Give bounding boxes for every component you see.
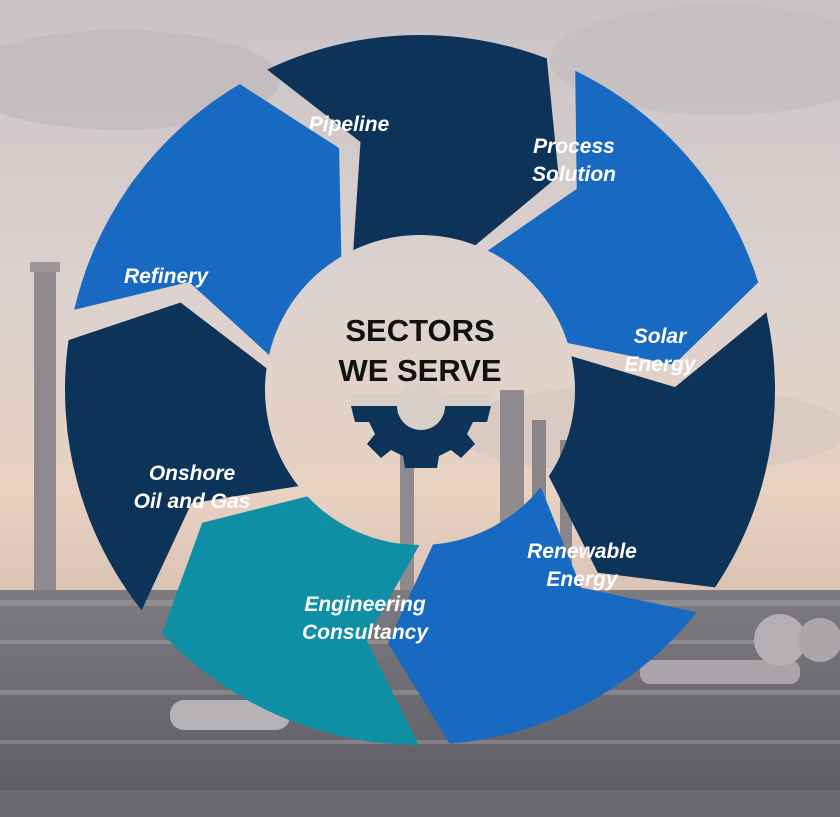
segment-label-onshore-oil-and-gas: Oil and Gas bbox=[134, 490, 251, 513]
segment-label-process-solution: Solution bbox=[532, 163, 616, 186]
gear-icon bbox=[351, 382, 491, 468]
segment-process-solution bbox=[487, 70, 759, 365]
segment-label-engineering-consultancy: Engineering bbox=[304, 593, 426, 616]
segment-solar-energy bbox=[548, 312, 775, 588]
segment-label-pipeline: Pipeline bbox=[309, 113, 390, 136]
segment-label-onshore-oil-and-gas: Onshore bbox=[149, 462, 236, 485]
segment-label-solar-energy: Energy bbox=[624, 353, 697, 376]
segment-pipeline bbox=[267, 34, 559, 251]
segments-group: PipelineProcessSolutionSolarEnergyRenewa… bbox=[64, 34, 775, 745]
segment-label-renewable-energy: Energy bbox=[546, 568, 619, 591]
segment-refinery bbox=[74, 84, 342, 355]
segment-renewable-energy bbox=[387, 487, 697, 744]
segment-label-renewable-energy: Renewable bbox=[527, 540, 637, 563]
center-title-line1: SECTORS bbox=[345, 313, 494, 348]
segment-label-solar-energy: Solar bbox=[634, 325, 688, 348]
segment-engineering-consultancy bbox=[161, 496, 420, 745]
segment-label-process-solution: Process bbox=[533, 135, 615, 158]
segment-onshore-oil-and-gas bbox=[64, 302, 299, 611]
segment-label-engineering-consultancy: Consultancy bbox=[302, 621, 429, 644]
segment-label-refinery: Refinery bbox=[124, 265, 209, 288]
